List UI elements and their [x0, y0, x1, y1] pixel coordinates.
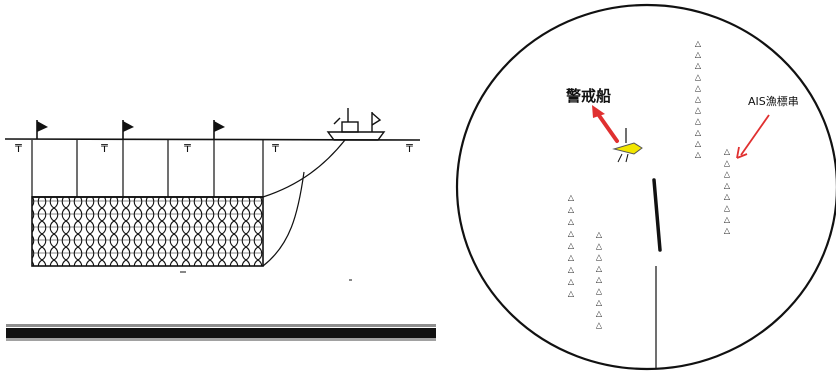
ais-buoy-marker: △ — [568, 193, 575, 202]
surface-buoy-5: ₸ — [406, 142, 413, 155]
net-mesh — [31, 196, 264, 267]
ais-buoy-marker: △ — [724, 170, 731, 179]
ais-buoy-marker: △ — [695, 50, 702, 59]
ais-buoy-marker: △ — [568, 217, 575, 226]
echo-line — [652, 178, 662, 252]
ais-buoy-marker: △ — [695, 61, 702, 70]
caption-bar — [6, 328, 436, 338]
warning-vessel-label: 警戒船 — [565, 87, 611, 105]
net-diagram: ₸ ₸ ₸ ₸ ₸ — [4, 108, 436, 341]
warning-vessel-icon[interactable] — [612, 128, 643, 163]
ais-buoy-marker: △ — [724, 215, 731, 224]
ais-buoy-marker: △ — [695, 72, 702, 81]
ais-buoy-marker: △ — [596, 253, 603, 262]
ais-buoy-marker: △ — [695, 128, 702, 137]
ais-buoy-marker: △ — [596, 264, 603, 273]
flag-float-2 — [122, 120, 134, 139]
radar-circle — [455, 3, 836, 371]
ais-buoy-marker: △ — [568, 289, 575, 298]
ais-buoy-arrow — [736, 114, 770, 159]
ais-buoy-marker: △ — [596, 241, 603, 250]
ais-buoy-marker: △ — [596, 309, 603, 318]
ais-buoy-marker: △ — [596, 230, 603, 239]
ais-buoy-marker: △ — [568, 253, 575, 262]
ais-buoy-marker: △ — [724, 226, 731, 235]
ais-buoy-marker: △ — [695, 39, 702, 48]
ais-buoy-marker: △ — [724, 147, 731, 156]
ais-buoy-marker: △ — [568, 205, 575, 214]
ais-buoy-marker: △ — [596, 287, 603, 296]
ais-buoy-marker: △ — [724, 158, 731, 167]
fishing-vessel-icon — [326, 108, 386, 141]
ais-buoy-marker: △ — [695, 139, 702, 148]
flag-float-1 — [36, 120, 48, 139]
ais-buoy-marker: △ — [568, 265, 575, 274]
surface-buoy-2: ₸ — [101, 142, 108, 155]
ais-buoy-marker: △ — [695, 95, 702, 104]
ais-buoy-marker: △ — [724, 204, 731, 213]
ais-buoy-marker: △ — [724, 192, 731, 201]
tow-line-lower — [262, 171, 305, 267]
ais-buoy-marker: △ — [695, 83, 702, 92]
ais-buoy-markers: △ △ △ △ △ △ △ △ △ △ △ △ △ △ △ △ △ △ △ △ △ △ △ △ △ △ △ △ △ △ △ △ △ △ △ △ △ — [568, 39, 731, 329]
tow-line — [262, 139, 346, 198]
ais-buoy-marker: △ — [568, 277, 575, 286]
flag-float-3 — [213, 120, 225, 139]
float-lines — [31, 140, 264, 197]
ais-buoy-marker: △ — [596, 275, 603, 284]
ais-buoy-marker: △ — [695, 117, 702, 126]
ais-buoy-marker: △ — [596, 320, 603, 329]
ais-buoy-marker: △ — [568, 241, 575, 250]
ais-buoy-marker: △ — [596, 298, 603, 307]
ais-buoy-marker: △ — [568, 229, 575, 238]
ais-buoy-marker: △ — [724, 181, 731, 190]
ais-buoy-marker: △ — [695, 150, 702, 159]
surface-buoy-3: ₸ — [184, 142, 191, 155]
surface-buoy-1: ₸ — [15, 142, 22, 155]
surface-buoy-4: ₸ — [272, 142, 279, 155]
ais-buoy-marker: △ — [695, 106, 702, 115]
warning-vessel-arrow — [592, 105, 619, 143]
ais-buoy-label: AIS漁標串 — [748, 94, 799, 108]
radar-screen: △ △ △ △ △ △ △ △ △ △ △ △ △ △ △ △ △ △ △ △ △ △ △ △ △ △ △ △ △ △ △ △ △ △ △ △ △ 警戒… — [455, 3, 836, 371]
